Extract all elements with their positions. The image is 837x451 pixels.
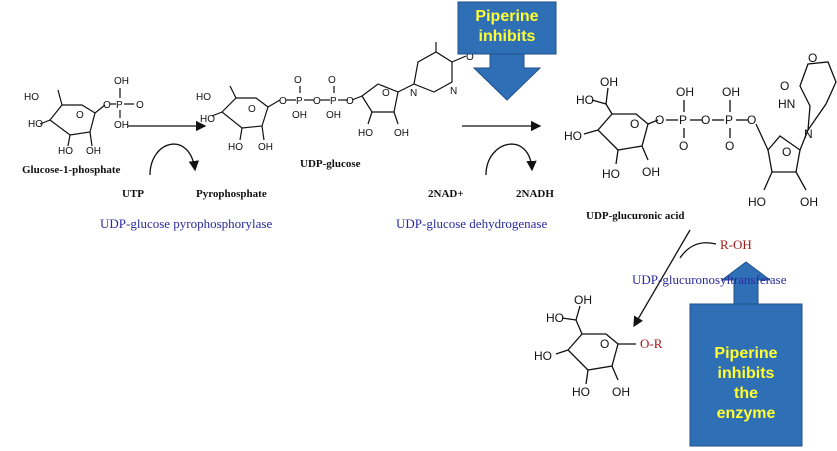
atom-label: O (76, 110, 84, 121)
atom-label: P (116, 100, 123, 111)
callout-top-text: Piperine inhibits (458, 7, 556, 47)
callout-bottom-line-2: inhibits (717, 365, 775, 382)
atom-label: O (136, 100, 144, 111)
callout-bottom-line-1: Piperine (714, 345, 778, 362)
atom-label: OH (574, 293, 592, 307)
atom-label: O (248, 104, 256, 115)
nad-label: 2NAD+ (428, 188, 464, 200)
atom-label: N (450, 86, 457, 97)
atom-label: O (782, 145, 791, 159)
callout-bottom-line-3: the (734, 385, 758, 402)
atom-label: O (466, 52, 474, 63)
atom-label: HO (534, 349, 552, 363)
glucose-1-phosphate-structure (39, 88, 134, 147)
reaction-arrow-1 (128, 120, 207, 176)
atom-label: OH (722, 85, 740, 99)
callout-top-line-1: Piperine (475, 8, 539, 25)
udp-glucuronic-acid-label: UDP-glucuronic acid (586, 210, 685, 222)
atom-label: HO (564, 129, 582, 143)
atom-label: HO (228, 142, 243, 153)
atom-label: O (382, 88, 390, 99)
atom-label: O (808, 51, 817, 65)
nadh-label: 2NADH (516, 188, 554, 200)
atom-label: P (679, 113, 687, 127)
or-label: O-R (640, 336, 663, 351)
atom-label: OH (258, 142, 273, 153)
atom-label: O (747, 113, 756, 127)
atom-label: OH (292, 110, 307, 121)
atom-label: OH (800, 195, 818, 209)
piperine-callout-bottom (689, 261, 803, 447)
atom-label: O (279, 96, 287, 107)
atom-label: HO (748, 195, 766, 209)
atom-label: HO (572, 385, 590, 399)
atom-label: O (701, 113, 710, 127)
atom-label: OH (114, 120, 129, 131)
atom-label: HO (602, 167, 620, 181)
glucose-1-phosphate-label: Glucose-1-phosphate (22, 164, 121, 176)
reaction-arrow-2 (462, 120, 542, 176)
pyrophosphate-label: Pyrophosphate (196, 188, 267, 200)
atom-label: P (296, 96, 303, 107)
atom-label: OH (642, 165, 660, 179)
atom-label: OH (86, 146, 101, 157)
atom-label: OH (612, 385, 630, 399)
atom-label: O (346, 96, 354, 107)
glucuronide-structure (555, 305, 636, 385)
enzyme-udp-glucose-dehydrogenase: UDP-glucose dehydrogenase (396, 216, 548, 231)
atom-label: P (725, 113, 733, 127)
atom-label: O (630, 117, 639, 131)
atom-label: O (294, 75, 302, 86)
atom-label: O (655, 113, 664, 127)
atom-label: O (725, 139, 734, 153)
roh-label: R-OH (720, 237, 752, 252)
atom-label: HN (778, 97, 795, 111)
atom-label: O (103, 100, 111, 111)
atom-label: OH (676, 85, 694, 99)
piperine-callout-top (457, 1, 557, 101)
udp-glucose-label: UDP-glucose (300, 158, 361, 170)
atom-label: HO (196, 92, 211, 103)
udp-glucose-structure (211, 42, 467, 141)
atom-label: O (780, 79, 789, 93)
atom-label: O (679, 139, 688, 153)
callout-bottom-text: Piperine inhibits the enzyme (690, 344, 802, 424)
atom-label: O (328, 75, 336, 86)
callout-bottom-line-4: enzyme (716, 405, 776, 422)
atom-label: OH (114, 76, 129, 87)
atom-label: O (313, 96, 321, 107)
atom-label: N (804, 127, 813, 141)
atom-label: OH (326, 110, 341, 121)
atom-label: HO (28, 119, 43, 130)
atom-label: HO (546, 311, 564, 325)
callout-top-line-2: inhibits (478, 28, 536, 45)
enzyme-udp-glucuronosyltransferase: UDP-glucuronosyltransferase (632, 272, 787, 287)
atom-label: OH (394, 128, 409, 139)
atom-label: HO (58, 146, 73, 157)
atom-label: HO (200, 114, 215, 125)
enzyme-udp-glucose-pyrophosphorylase: UDP-glucose pyrophosphorylase (100, 216, 273, 231)
reaction-arrow-3 (633, 229, 717, 328)
atom-label: HO (24, 92, 39, 103)
atom-label: OH (600, 75, 618, 89)
atom-label: HO (358, 128, 373, 139)
atom-label: HO (576, 93, 594, 107)
atom-label: N (410, 88, 417, 99)
utp-label: UTP (122, 188, 144, 200)
udp-glucuronic-acid-structure (583, 61, 837, 191)
atom-label: P (330, 96, 337, 107)
atom-label: O (600, 337, 609, 351)
